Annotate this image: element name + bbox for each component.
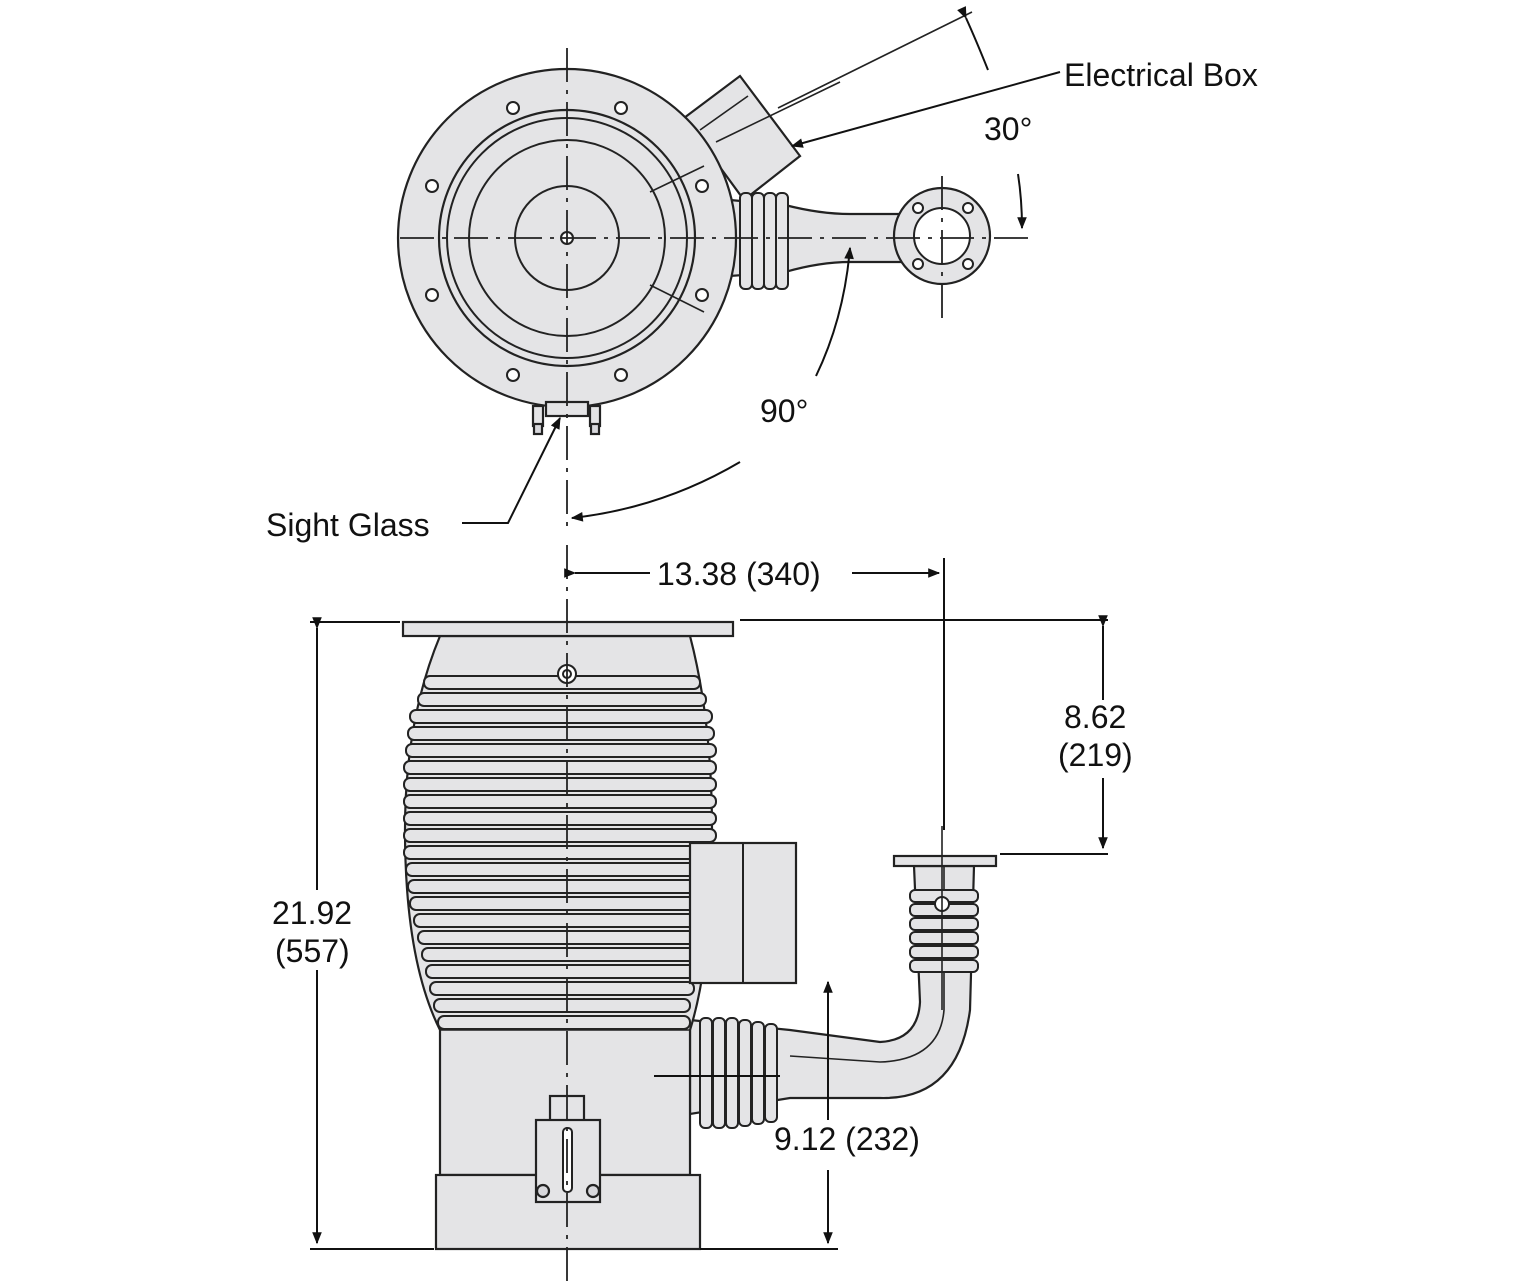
electrical-box-axis (715, 81, 841, 143)
dim-21-92-inch-label: 21.92 (272, 895, 352, 931)
angle-90-label: 90° (760, 393, 808, 429)
side-view: 13.38 (340) 8.62 (219) 21.92 (557) 9.1 (272, 545, 1133, 1285)
electrical-box-label: Electrical Box (1064, 57, 1258, 93)
ninety-degree-arc-lower (570, 461, 741, 522)
ninety-degree-arc-upper (815, 246, 854, 377)
dim-8-62: 8.62 (219) (740, 615, 1133, 855)
dim-13-38: 13.38 (340) (564, 556, 945, 830)
body-cooling-coils (403, 664, 717, 1030)
dim-9-12-label: 9.12 (232) (774, 1121, 920, 1157)
dim-13-38-label: 13.38 (340) (657, 556, 821, 592)
dim-21-92-mm-label: (557) (275, 933, 350, 969)
sight-glass-label: Sight Glass (266, 507, 430, 543)
dim-9-12: 9.12 (232) (654, 980, 920, 1250)
dim-21-92: 21.92 (557) (272, 617, 434, 1250)
thirty-degree-arc-lower (1017, 173, 1027, 230)
electrical-box-leader (790, 71, 1061, 148)
electrical-box-side (688, 841, 798, 985)
dim-8-62-mm-label: (219) (1058, 737, 1133, 773)
thirty-degree-ref-line (777, 11, 973, 109)
dim-8-62-inch-label: 8.62 (1064, 699, 1126, 735)
angle-30-label: 30° (984, 111, 1032, 147)
foreline-elbow-side (688, 854, 998, 1129)
thirty-degree-arc (957, 6, 989, 71)
top-view: 30° 90° Electrical Box Sight Glass (266, 6, 1258, 543)
sight-glass-leader (462, 416, 561, 524)
